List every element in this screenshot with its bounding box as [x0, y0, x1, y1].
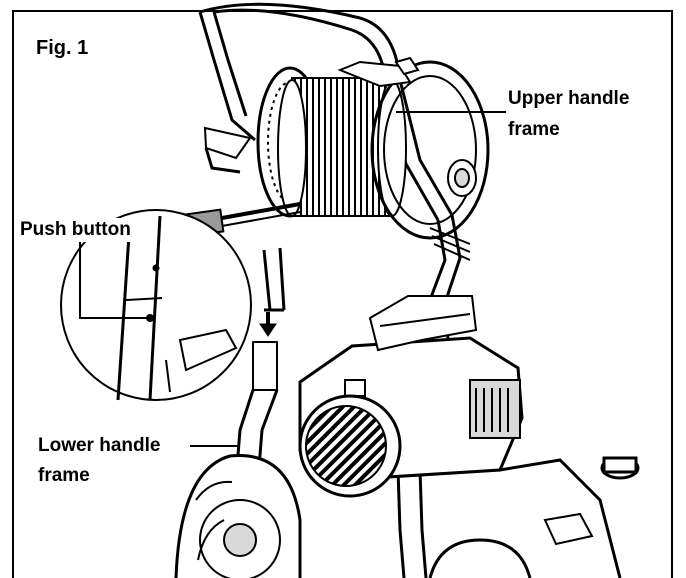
label-upper-handle-frame: Upper handle: [506, 87, 632, 111]
motor-housing: [298, 295, 524, 498]
figure-title: Fig. 1: [36, 37, 89, 59]
label-push-button: Push button: [18, 218, 133, 242]
label-upper-handle-frame-line2: frame: [506, 118, 562, 142]
hose-reel: [203, 56, 490, 261]
push-button-leader: [79, 236, 148, 319]
wheel-base: [174, 454, 640, 578]
upper-handle-frame: [198, 2, 462, 343]
detail-magnifier: [60, 209, 252, 401]
label-lower-handle-frame: Lower handle: [36, 434, 163, 458]
label-lower-handle-frame-line2: frame: [36, 464, 92, 488]
